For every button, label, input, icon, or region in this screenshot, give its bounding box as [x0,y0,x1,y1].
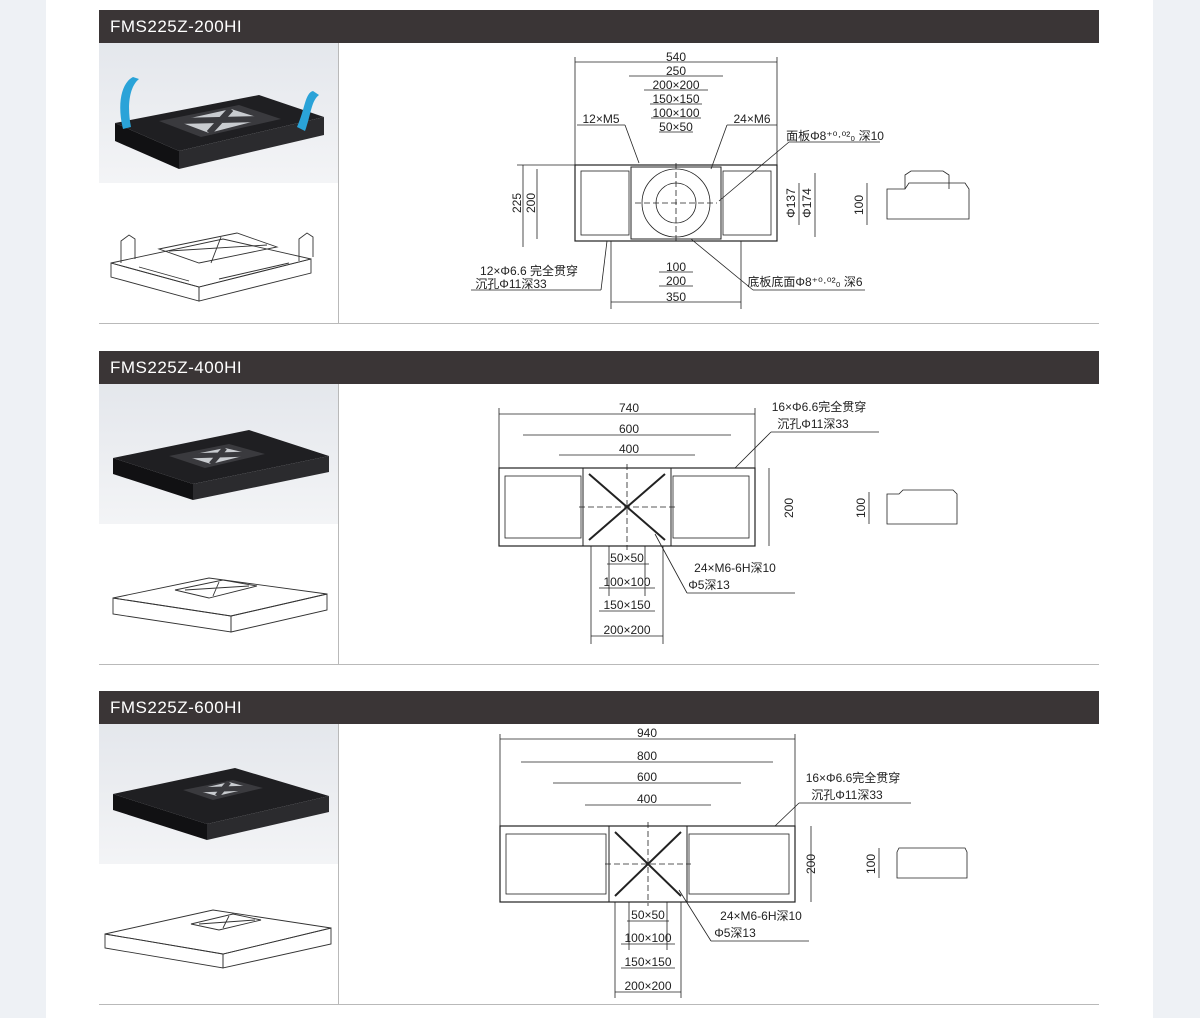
counterbore-label: 沉孔Φ11深33 [475,277,547,291]
counterbore-label: 沉孔Φ11深33 [777,417,849,431]
dim-200x200: 200×200 [652,78,699,92]
product-title: FMS225Z-200HI [99,10,1099,43]
dim-50x50: 50×50 [631,908,665,922]
thru-holes-label: 16×Φ6.6完全贯穿 [806,770,901,785]
dim-940: 940 [637,726,657,740]
dim-225: 225 [510,193,524,213]
product-body: 940 800 600 400 16×Φ6.6完全贯穿 沉孔Φ11深33 [99,724,1099,1005]
dim-50x50: 50×50 [610,551,644,565]
side-height-100: 100 [854,498,868,518]
product-line-drawing [99,524,338,664]
product-images [99,384,339,664]
product-title: FMS225Z-600HI [99,691,1099,724]
dim-b200: 200 [666,274,686,288]
tapped-holes-label: 24×M6-6H深10 [694,561,776,575]
bottom-pin-label: 底板底面Φ8⁺⁰·⁰²₀ 深6 [747,274,863,289]
dim-150x150: 150×150 [624,955,671,969]
dim-200: 200 [782,498,796,518]
holes-12m5-label: 12×M5 [582,112,619,126]
dim-600: 600 [619,422,639,436]
technical-drawing: 740 600 400 16×Φ6.6完全贯穿 沉孔Φ11深33 [339,384,1099,664]
side-height-100: 100 [852,195,866,215]
dim-100x100: 100×100 [652,106,699,120]
top-pin-label: 面板Φ8⁺⁰·⁰²₀ 深10 [786,129,884,143]
thru-holes-label: 16×Φ6.6完全贯穿 [772,399,867,414]
counterbore-label: 沉孔Φ11深33 [811,788,883,802]
dim-b100: 100 [666,260,686,274]
dim-250: 250 [666,64,686,78]
product-section-600: FMS225Z-600HI [99,691,1099,1006]
product-title: FMS225Z-400HI [99,351,1099,384]
dim-800: 800 [637,749,657,763]
side-height-100: 100 [864,854,878,874]
technical-drawing: 540 250 200×200 150×150 100×100 50×50 12… [339,43,1099,323]
dim-400: 400 [619,442,639,456]
product-images [99,43,339,323]
dim-200x200: 200×200 [624,979,671,993]
dim-200: 200 [524,193,538,213]
product-line-drawing [99,183,338,323]
dim-100x100: 100×100 [624,931,671,945]
product-render-image [99,724,338,864]
drill-label: Φ5深13 [714,926,756,940]
product-body: 740 600 400 16×Φ6.6完全贯穿 沉孔Φ11深33 [99,384,1099,665]
tapped-holes-label: 24×M6-6H深10 [720,909,802,923]
product-body: 540 250 200×200 150×150 100×100 50×50 12… [99,43,1099,324]
dim-200: 200 [804,854,818,874]
product-section-200: FMS225Z-200HI [99,10,1099,325]
dim-100x100: 100×100 [603,575,650,589]
product-line-drawing [99,864,338,1004]
dim-150x150: 150×150 [603,598,650,612]
dim-200x200: 200×200 [603,623,650,637]
drill-label: Φ5深13 [688,578,730,592]
dim-600: 600 [637,770,657,784]
dim-50x50: 50×50 [659,120,693,134]
dim-400: 400 [637,792,657,806]
technical-drawing: 940 800 600 400 16×Φ6.6完全贯穿 沉孔Φ11深33 [339,724,1099,1004]
dim-150x150: 150×150 [652,92,699,106]
page-panel: FMS225Z-200HI [46,0,1153,1018]
product-render-image [99,43,338,183]
dim-540: 540 [666,50,686,64]
dim-740: 740 [619,401,639,415]
dim-phi137: Φ137 [784,188,798,218]
holes-24m6-label: 24×M6 [733,112,770,126]
product-section-400: FMS225Z-400HI [99,351,1099,666]
thru-holes-label: 12×Φ6.6 完全贯穿 [480,263,578,278]
dim-350: 350 [666,290,686,304]
product-render-image [99,384,338,524]
dim-phi174: Φ174 [800,188,814,218]
product-images [99,724,339,1004]
